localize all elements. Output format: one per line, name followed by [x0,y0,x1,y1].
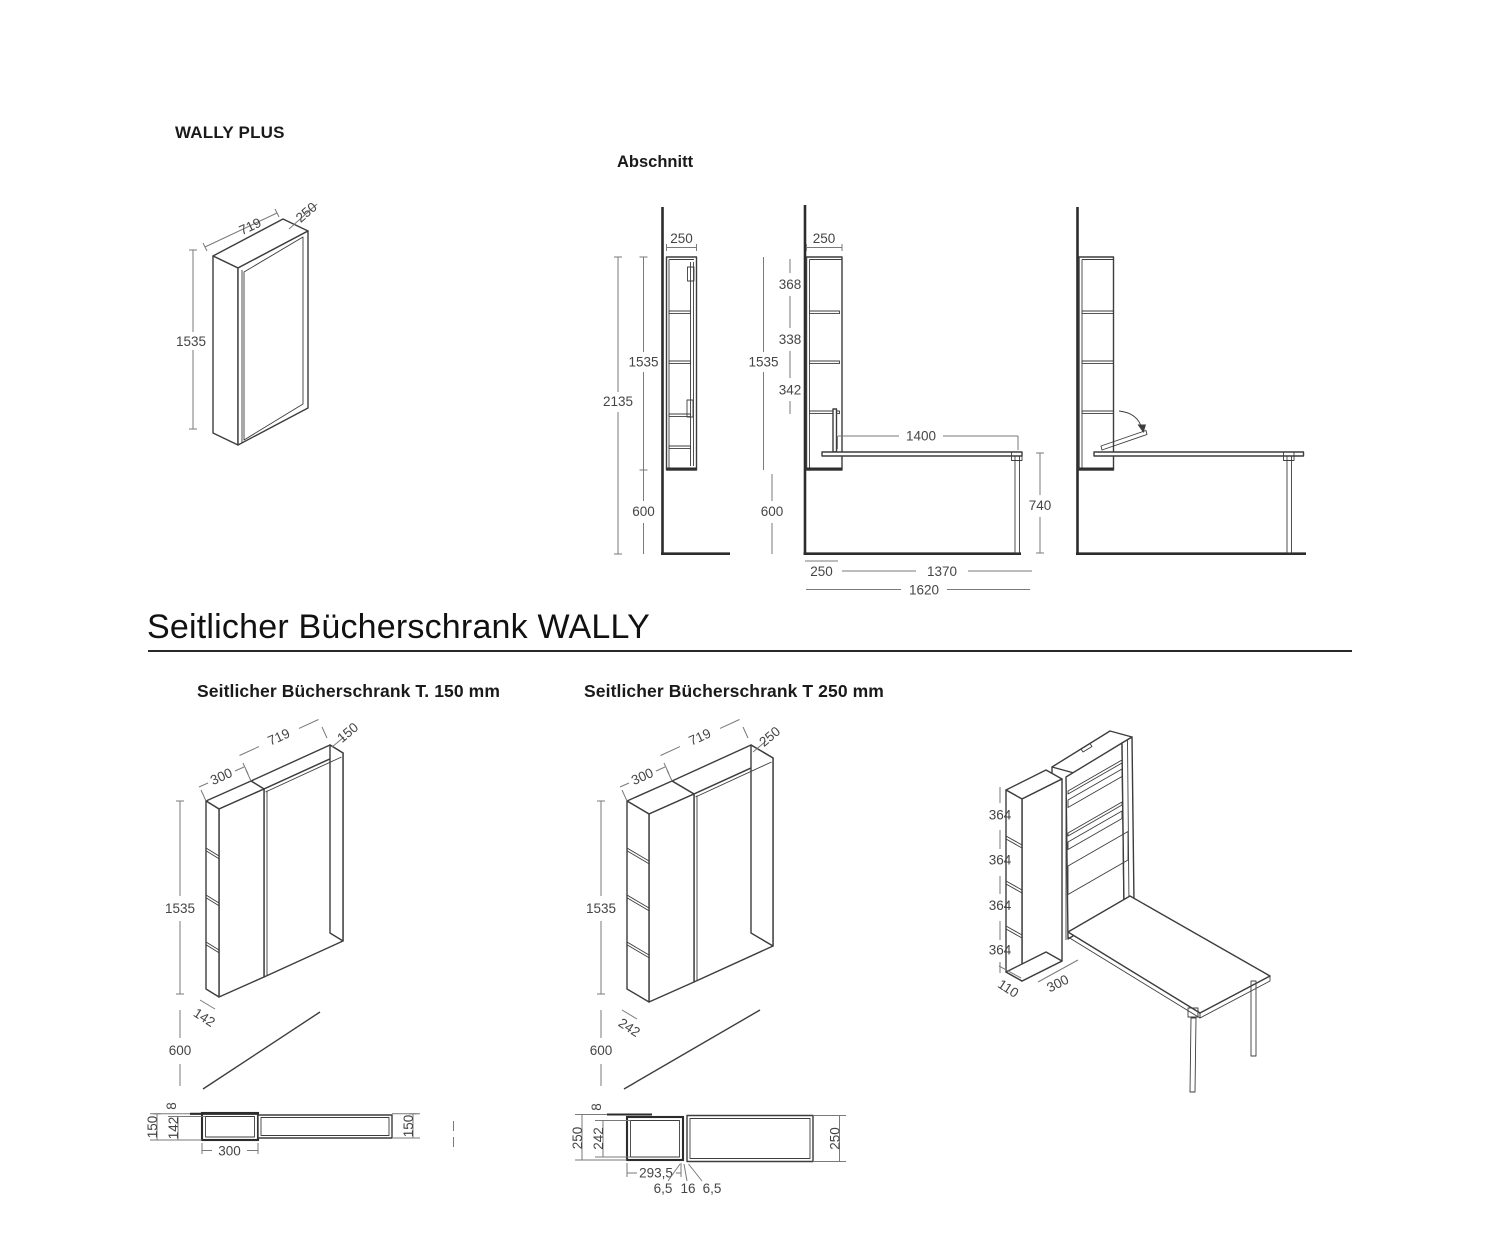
folding-flap [1100,430,1148,451]
dim-cabinet-height: 1535 [748,355,778,370]
dim-side-depth: 110 [995,976,1021,1000]
wally-plus-iso-drawing: 719 250 1535 [176,199,320,446]
iso-bookcase-150-drawing: 300 719 150 1535 142 600 [165,719,361,1090]
dim-compartment-3: 364 [989,898,1012,913]
dim-height: 1535 [176,334,206,349]
dim-depth: 150 [145,1116,160,1139]
desk-front-leg [1189,1017,1197,1093]
dim-shelf-depth: 142 [191,1005,218,1030]
dim-inner-depth: 242 [591,1127,606,1150]
dim-gap-left: 6,5 [654,1181,673,1196]
desk-right-leg [1250,980,1257,1057]
dim-floor-gap: 600 [632,504,655,519]
dim-shelf-depth: 242 [616,1015,643,1040]
dim-depth-top: 250 [813,231,836,246]
dim-floor-distance: 600 [169,1043,192,1058]
section-open-drawing: 250 368 338 342 1535 600 1400 [748,205,1051,598]
section-heading: Abschnitt [617,153,694,171]
main-heading: Seitlicher Bücherschrank WALLY [147,608,650,646]
subheading-150: Seitlicher Bücherschrank T. 150 mm [197,681,500,701]
dim-shelf-width: 300 [218,1144,241,1159]
dim-reveal: 8 [164,1102,179,1110]
dim-shelf-width: 300 [629,765,656,788]
dim-compartment-1: 364 [989,808,1012,823]
dim-cabinet-width: 719 [265,726,292,749]
top-notch [1080,743,1093,753]
dim-depth-right: 150 [401,1115,416,1138]
iso-bookcase-250-drawing: 300 719 250 1535 242 600 [586,719,783,1090]
dim-shelf-width: 293,5 [639,1166,673,1181]
dim-inner-depth: 142 [166,1117,181,1140]
dim-shelf1: 368 [779,277,802,292]
plan-150-dimensions: 150 142 8 300 150 [145,1102,454,1159]
dim-depth-bottom: 250 [810,564,833,579]
fold-arrow-arc [1118,410,1143,430]
section-open-dimensions: 250 368 338 342 1535 600 1400 [748,231,1051,598]
section-closed-dimensions: 250 1535 2135 600 [603,231,697,555]
iso-open-dimensions: 364 364 364 364 110 300 [989,787,1079,1001]
plan-250-drawing: 250 242 8 293,5 6,5 16 6,5 [570,1103,846,1196]
page-title: WALLY PLUS [175,123,285,142]
dim-shelf2: 338 [779,332,802,347]
dim-total-projection: 1620 [909,583,939,598]
dim-cabinet-width: 719 [686,726,713,749]
plan-150-drawing: 150 142 8 300 150 [145,1102,454,1159]
section-folding-drawing [1076,207,1306,556]
dim-height: 1535 [165,901,195,916]
floor-line [202,1011,321,1090]
dim-desk-projection: 1370 [927,564,957,579]
dim-height: 1535 [586,901,616,916]
section-closed-drawing: 250 1535 2135 600 [603,207,730,556]
dim-desk-height: 740 [1029,498,1052,513]
dim-compartment-4: 364 [989,943,1012,958]
floor-line [623,1009,761,1090]
fold-arrow-head [1137,424,1146,433]
dim-depth: 250 [570,1127,585,1150]
dim-cabinet-height: 1535 [628,355,658,370]
dim-shelf-width: 300 [1044,972,1071,996]
dim-depth-right: 250 [828,1127,843,1150]
dim-floor-gap: 600 [761,504,784,519]
dim-shelf-width: 300 [208,765,235,788]
subheading-250: Seitlicher Bücherschrank T 250 mm [584,681,884,701]
dim-gap-right: 6,5 [703,1181,722,1196]
dim-compartment-2: 364 [989,853,1012,868]
plan-250-dimensions: 250 242 8 293,5 6,5 16 6,5 [570,1103,846,1196]
dim-depth-top: 250 [670,231,693,246]
heading-divider [148,650,1352,652]
iso-open-unit-drawing: 364 364 364 364 110 300 [989,730,1271,1093]
dim-shelf3: 342 [779,383,802,398]
dim-reveal: 8 [589,1103,604,1111]
dim-floor-distance: 600 [590,1043,613,1058]
dim-desk-length: 1400 [906,429,936,444]
dim-total-height: 2135 [603,394,633,409]
dim-gap-mid: 16 [680,1181,695,1196]
